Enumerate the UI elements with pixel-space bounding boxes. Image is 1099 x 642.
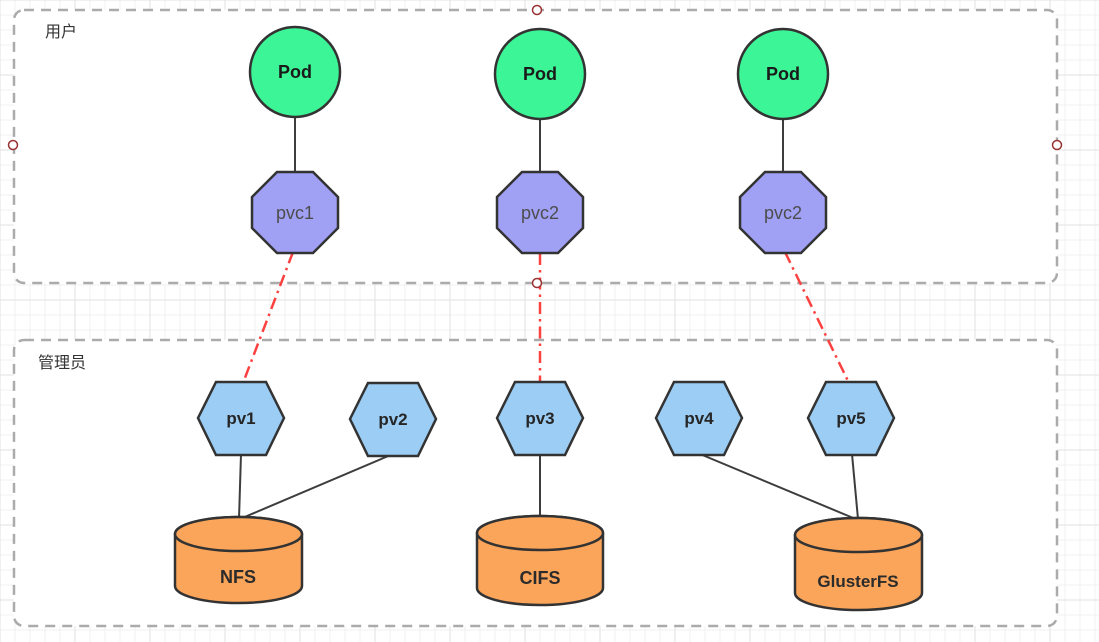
edge-pv5-glusterfs[interactable]: [851, 453, 859, 520]
pod-1-label: Pod: [278, 62, 312, 82]
zone-admin-label: 管理员: [38, 354, 86, 372]
pv-5-label: pv5: [836, 409, 865, 428]
storage-nfs-node[interactable]: NFS: [173, 515, 304, 605]
pv-2-label: pv2: [378, 410, 407, 429]
pod-3-node[interactable]: Pod: [736, 27, 830, 121]
pod-2-node[interactable]: Pod: [493, 27, 587, 121]
pv-1-node[interactable]: pv1: [196, 380, 286, 457]
zone-user-label: 用户: [45, 23, 77, 41]
connection-handle-left[interactable]: [7, 139, 19, 151]
edge-pv4-glusterfs[interactable]: [699, 453, 859, 521]
pv-3-label: pv3: [525, 409, 554, 428]
pvc-1-label: pvc1: [276, 203, 314, 223]
pv-4-node[interactable]: pv4: [654, 380, 744, 457]
storage-glusterfs-node[interactable]: GlusterFS: [793, 516, 924, 612]
pvc-2-node[interactable]: pvc2: [495, 170, 585, 255]
storage-cifs-node[interactable]: CIFS: [475, 514, 605, 607]
pvc-1-node[interactable]: pvc1: [250, 170, 340, 255]
connection-handle-right[interactable]: [1051, 139, 1063, 151]
edge-pv2-nfs[interactable]: [239, 453, 394, 520]
storage-glusterfs-label: GlusterFS: [817, 572, 898, 591]
pvc-3-node[interactable]: pvc2: [738, 170, 828, 255]
pvc-2-label: pvc2: [521, 203, 559, 223]
connection-handle-bottom[interactable]: [531, 277, 543, 289]
pv-1-label: pv1: [226, 409, 255, 428]
storage-cifs-label: CIFS: [519, 568, 560, 588]
edge-pvc1-pv1[interactable]: [241, 251, 295, 384]
pod-2-label: Pod: [523, 64, 557, 84]
connection-handle-top[interactable]: [531, 4, 543, 16]
storage-nfs-label: NFS: [220, 567, 256, 587]
pod-3-label: Pod: [766, 64, 800, 84]
edge-pv1-nfs[interactable]: [238, 453, 242, 520]
pv-2-node[interactable]: pv2: [348, 381, 438, 458]
pod-1-node[interactable]: Pod: [248, 25, 342, 119]
pv-3-node[interactable]: pv3: [495, 380, 585, 457]
pv-4-label: pv4: [684, 409, 714, 428]
pv-5-node[interactable]: pv5: [806, 380, 896, 457]
pvc-3-label: pvc2: [764, 203, 802, 223]
